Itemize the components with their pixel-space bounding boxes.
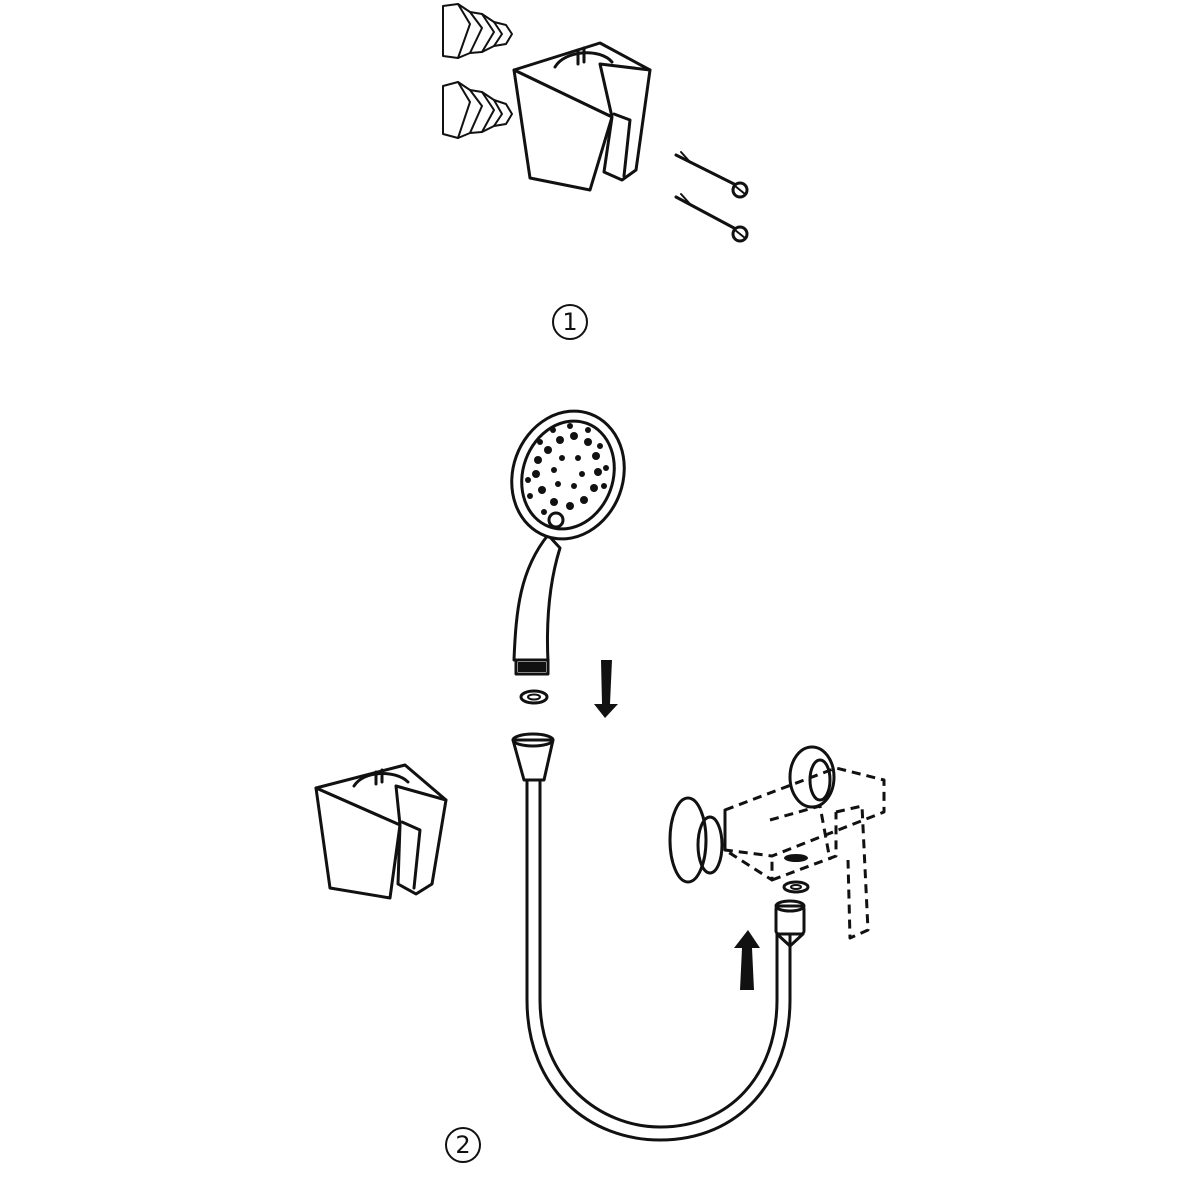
- hand-shower-icon: [510, 409, 626, 676]
- screw-icon: [674, 151, 749, 199]
- holder-icon: [512, 41, 652, 192]
- step-1-badge: 1: [552, 304, 588, 340]
- screw-icon: [674, 193, 749, 243]
- shower-nozzles: [525, 423, 609, 523]
- wall-plug-icon: [442, 3, 513, 59]
- washer-icon: [782, 880, 810, 894]
- washer-icon: [519, 689, 549, 705]
- arrow-down-icon: [594, 660, 618, 718]
- hose-icon: [511, 732, 806, 1142]
- mixer-valve-icon: [668, 745, 886, 940]
- wall-plug-icon: [442, 81, 513, 139]
- step-2-label: 2: [455, 1131, 470, 1159]
- step-1-label: 1: [562, 308, 577, 336]
- holder-icon: [314, 763, 448, 900]
- step-2-badge: 2: [445, 1127, 481, 1163]
- arrow-up-icon: [734, 930, 760, 990]
